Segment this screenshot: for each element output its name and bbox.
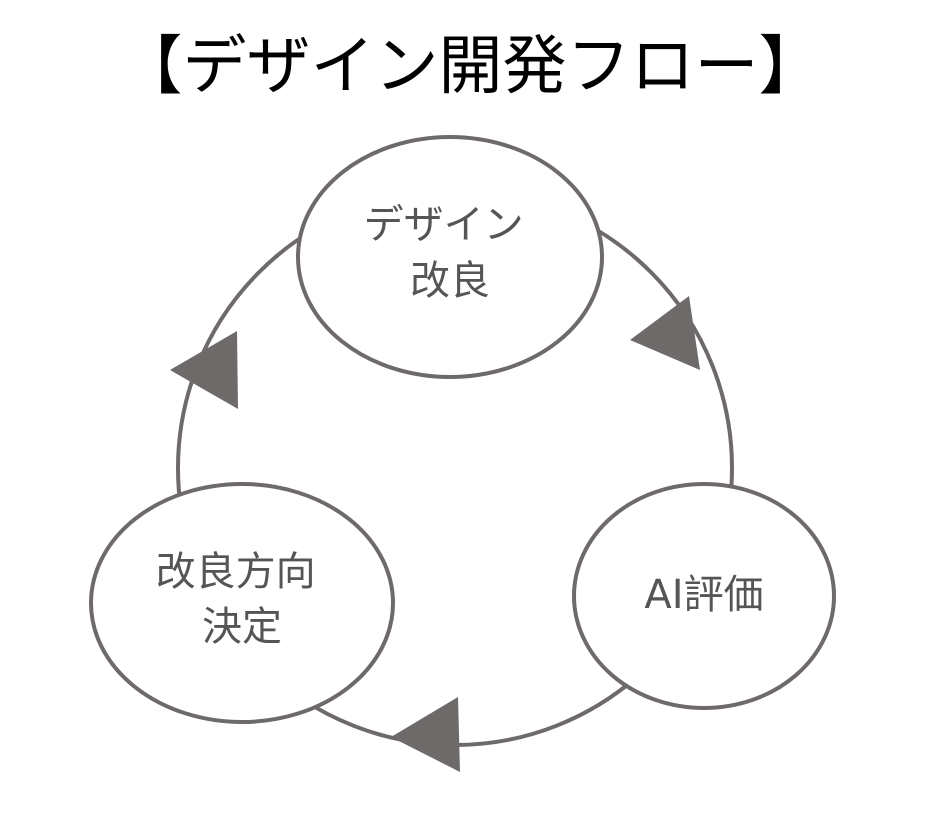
node-ai-evaluation: AI評価 — [572, 482, 836, 710]
diagram-title: 【デザイン開発フロー】 — [118, 30, 823, 104]
node-direction-decision-line-1: 改良方向 — [156, 549, 316, 595]
arrow-direction-to-design — [170, 331, 238, 409]
node-design-improvement: デザイン 改良 — [296, 135, 604, 379]
node-direction-decision: 改良方向 決定 — [89, 482, 395, 724]
arrow-design-to-ai — [630, 296, 700, 370]
node-direction-decision-line-2: 決定 — [202, 604, 282, 650]
node-design-improvement-line-1: デザイン — [364, 202, 524, 248]
node-direction-decision-shape — [89, 482, 395, 724]
svg-text:デザイン 改良: デザイン 改良 — [364, 202, 537, 304]
node-ai-evaluation-line-1: AI評価 — [644, 572, 763, 618]
svg-text:改良方向 決定: 改良方向 決定 — [156, 549, 329, 650]
node-design-improvement-shape — [296, 135, 604, 379]
node-ai-evaluation-shape — [572, 482, 836, 710]
node-design-improvement-line-2: 改良 — [410, 258, 490, 304]
arrow-ai-to-direction — [391, 697, 460, 772]
svg-text:AI評価: AI評価 — [644, 572, 763, 618]
